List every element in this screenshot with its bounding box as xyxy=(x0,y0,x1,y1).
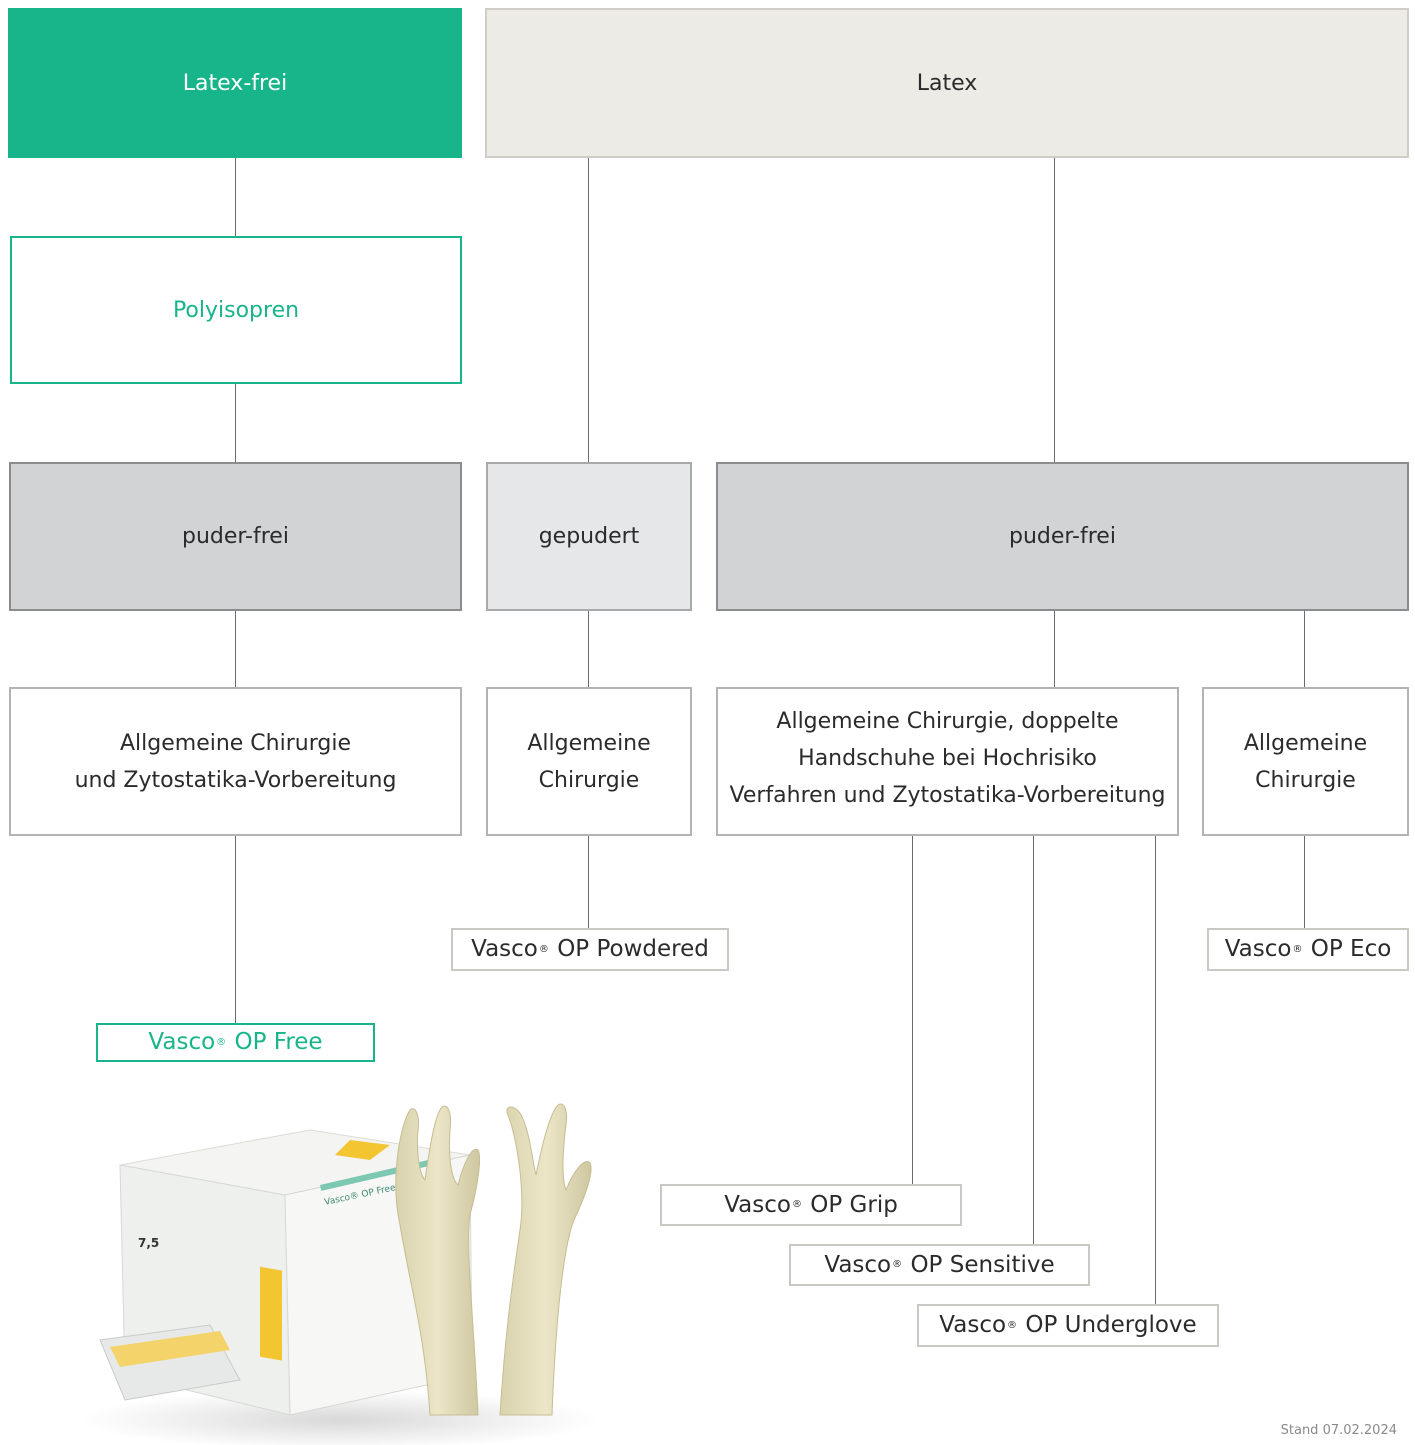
registered-mark: ® xyxy=(1007,1319,1018,1331)
product-brand: Vasco xyxy=(148,1029,216,1055)
connector-line xyxy=(1155,836,1156,1304)
product-op-eco: Vasco® OP Eco xyxy=(1207,928,1409,971)
latex-free-header: Latex-frei xyxy=(8,8,462,158)
puderfrei-right-label: puder-frei xyxy=(1009,524,1116,549)
product-photo: Vasco® OP Free 7,5 xyxy=(80,1103,600,1445)
gepudert-label: gepudert xyxy=(538,524,640,549)
usage-mid-node: Allgemeine Chirurgie xyxy=(486,687,692,836)
product-name: OP Grip xyxy=(810,1191,898,1218)
product-name: OP Powdered xyxy=(557,936,709,962)
product-op-underglove: Vasco® OP Underglove xyxy=(917,1304,1219,1347)
latex-label: Latex xyxy=(916,70,978,96)
product-op-sensitive: Vasco® OP Sensitive xyxy=(789,1244,1090,1286)
usage-right-node: Allgemeine Chirurgie xyxy=(1202,687,1409,836)
connector-line xyxy=(588,611,589,687)
usage-left-line2: und Zytostatika-Vorbereitung xyxy=(74,767,397,793)
connector-line xyxy=(235,836,236,1023)
product-brand: Vasco xyxy=(1224,936,1292,962)
product-name: OP Sensitive xyxy=(910,1251,1055,1278)
product-name: OP Underglove xyxy=(1025,1312,1197,1338)
puderfrei-right-node: puder-frei xyxy=(716,462,1409,611)
product-op-powdered: Vasco® OP Powdered xyxy=(451,928,729,971)
polyisopren-label: Polyisopren xyxy=(172,297,300,323)
puderfrei-left-node: puder-frei xyxy=(9,462,462,611)
usage-big-line2: Handschuhe bei Hochrisiko xyxy=(798,746,1097,771)
product-brand: Vasco xyxy=(939,1312,1007,1338)
connector-line xyxy=(588,158,589,462)
product-name: OP Eco xyxy=(1310,936,1392,962)
product-brand: Vasco xyxy=(824,1251,892,1278)
connector-line xyxy=(1033,836,1034,1244)
connector-line xyxy=(588,836,589,928)
stand-date: Stand 07.02.2024 xyxy=(1280,1423,1397,1438)
usage-right-line2: Chirurgie xyxy=(1255,767,1356,793)
usage-big-line1: Allgemeine Chirurgie, doppelte xyxy=(776,709,1119,734)
gepudert-node: gepudert xyxy=(486,462,692,611)
usage-mid-line2: Chirurgie xyxy=(538,767,640,793)
connector-line xyxy=(1054,611,1055,687)
product-brand: Vasco xyxy=(724,1191,791,1218)
photo-size-label: 7,5 xyxy=(138,1236,159,1250)
connector-line xyxy=(1054,158,1055,462)
polyisopren-node: Polyisopren xyxy=(10,236,462,384)
registered-mark: ® xyxy=(216,1036,227,1048)
connector-line xyxy=(912,836,913,1184)
connector-line xyxy=(235,158,236,236)
product-op-free: Vasco® OP Free xyxy=(96,1023,375,1062)
usage-big-node: Allgemeine Chirurgie, doppelte Handschuh… xyxy=(716,687,1179,836)
latex-free-label: Latex-frei xyxy=(182,70,288,96)
registered-mark: ® xyxy=(538,943,549,955)
usage-left-node: Allgemeine Chirurgie und Zytostatika-Vor… xyxy=(9,687,462,836)
registered-mark: ® xyxy=(791,1199,802,1210)
latex-header: Latex xyxy=(485,8,1409,158)
usage-mid-line1: Allgemeine xyxy=(527,730,651,756)
product-name: OP Free xyxy=(234,1029,323,1055)
puderfrei-left-label: puder-frei xyxy=(182,524,289,549)
connector-line xyxy=(235,611,236,687)
usage-left-line1: Allgemeine Chirurgie xyxy=(119,730,351,756)
product-op-grip: Vasco® OP Grip xyxy=(660,1184,962,1226)
registered-mark: ® xyxy=(892,1259,903,1270)
connector-line xyxy=(1304,611,1305,687)
product-brand: Vasco xyxy=(471,936,538,962)
usage-big-line3: Verfahren und Zytostatika-Vorbereitung xyxy=(729,783,1166,808)
registered-mark: ® xyxy=(1292,943,1303,955)
connector-line xyxy=(235,384,236,462)
usage-right-line1: Allgemeine xyxy=(1243,730,1368,756)
connector-line xyxy=(1304,836,1305,928)
